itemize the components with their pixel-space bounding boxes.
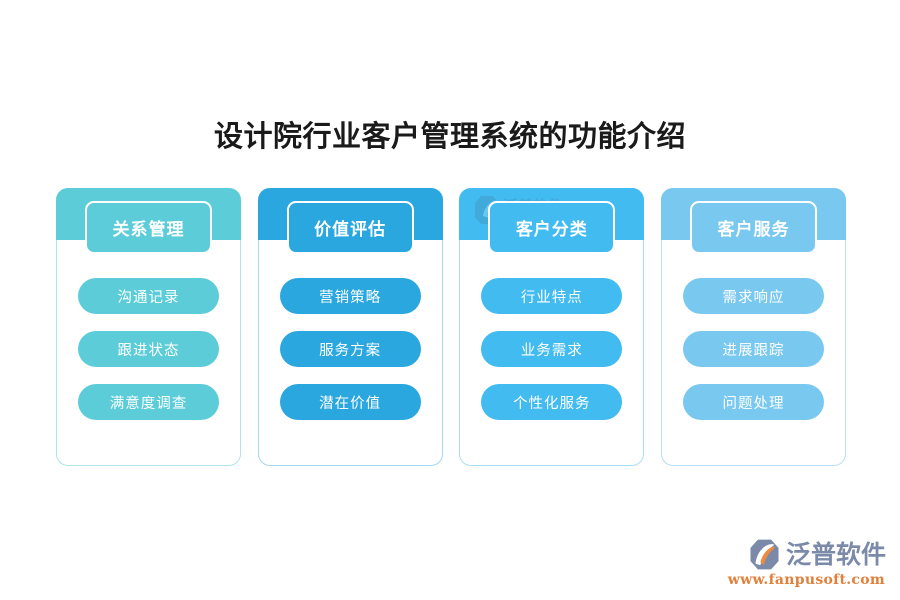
card-header-label[interactable]: 客户分类 xyxy=(488,201,616,254)
list-item[interactable]: 满意度调查 xyxy=(78,384,219,420)
list-item[interactable]: 沟通记录 xyxy=(78,278,219,314)
brand-logo: 泛普软件 www.fanpusoft.com xyxy=(728,538,886,588)
card-item-list: 营销策略 服务方案 潜在价值 xyxy=(279,278,421,420)
card-item-list: 沟通记录 跟进状态 满意度调查 xyxy=(78,278,219,420)
list-item[interactable]: 问题处理 xyxy=(682,384,824,420)
feature-card-value-assessment[interactable]: 价值评估 营销策略 服务方案 潜在价值 xyxy=(257,188,443,466)
card-header-label[interactable]: 客户服务 xyxy=(689,201,817,254)
feature-columns: 关系管理 沟通记录 跟进状态 满意度调查 价值评估 营销策略 服务方案 潜在价值… xyxy=(56,188,846,466)
list-item[interactable]: 进展跟踪 xyxy=(682,331,824,367)
feature-card-relationship-management[interactable]: 关系管理 沟通记录 跟进状态 满意度调查 xyxy=(56,188,241,466)
brand-row: 泛普软件 xyxy=(748,538,886,571)
fanpu-hexagon-logo-icon xyxy=(750,539,779,570)
list-item[interactable]: 行业特点 xyxy=(481,278,623,314)
card-item-list: 需求响应 进展跟踪 问题处理 xyxy=(682,278,824,420)
list-item[interactable]: 服务方案 xyxy=(279,331,421,367)
list-item[interactable]: 个性化服务 xyxy=(481,384,623,420)
list-item[interactable]: 跟进状态 xyxy=(78,331,219,367)
feature-card-customer-service[interactable]: 客户服务 需求响应 进展跟踪 问题处理 xyxy=(660,188,846,466)
list-item[interactable]: 需求响应 xyxy=(682,278,824,314)
brand-name: 泛普软件 xyxy=(785,540,886,569)
list-item[interactable]: 业务需求 xyxy=(481,331,623,367)
feature-card-customer-classification[interactable]: 泛普软件 www.fanpusoft.com 客户分类 行业特点 业务需求 个性… xyxy=(459,188,645,466)
card-item-list: 行业特点 业务需求 个性化服务 xyxy=(481,278,623,420)
brand-url: www.fanpusoft.com xyxy=(727,572,885,588)
page-title: 设计院行业客户管理系统的功能介绍 xyxy=(213,119,686,153)
card-header-label[interactable]: 价值评估 xyxy=(286,201,414,254)
card-header-label[interactable]: 关系管理 xyxy=(85,201,212,254)
list-item[interactable]: 营销策略 xyxy=(279,278,421,314)
list-item[interactable]: 潜在价值 xyxy=(279,384,421,420)
